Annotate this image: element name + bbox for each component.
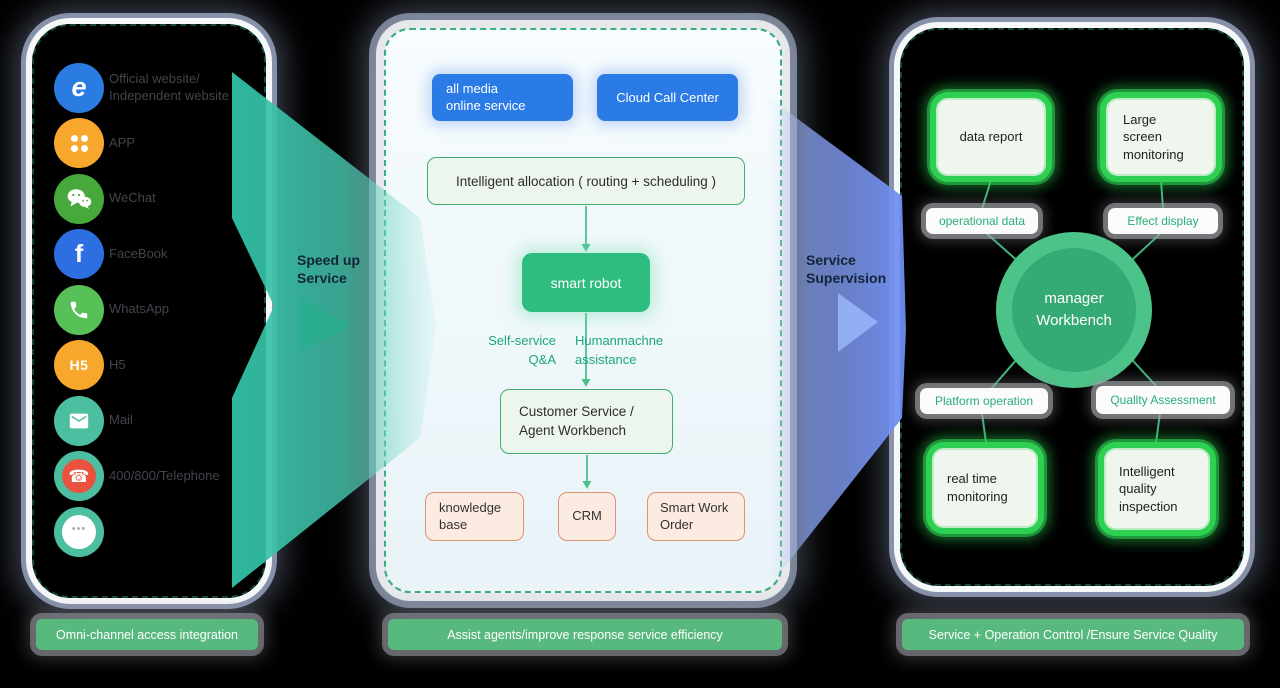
supervision-inner-arrow — [838, 293, 878, 352]
manager-workbench-circle: manager Workbench — [996, 232, 1152, 388]
facebook-icon: f — [54, 229, 104, 280]
large-screen-monitoring-box: Large screen monitoring — [1100, 92, 1222, 182]
telephone-icon: ☎ — [54, 451, 104, 502]
channel-row-wechat: WeChat — [54, 171, 256, 227]
edge-browser-icon: e — [54, 62, 104, 113]
wechat-bubbles — [67, 189, 92, 209]
phone-handset — [70, 301, 88, 318]
envelope — [69, 413, 89, 429]
channel-label: H5 — [109, 356, 126, 372]
agent-workbench-box: Customer Service / Agent Workbench — [500, 389, 673, 454]
app-grid-icon — [54, 118, 104, 169]
h5-glyph: H5 — [69, 357, 89, 374]
channel-list: e Official website/ Independent website … — [54, 60, 256, 560]
quality-assessment-pill: Quallty Assessment — [1096, 386, 1230, 414]
telephone-glyph: ☎ — [68, 466, 90, 486]
crm-box: CRM — [558, 492, 616, 541]
channel-label: FaceBook — [109, 245, 168, 261]
app-grid-dots — [70, 134, 88, 152]
wechat-icon — [54, 173, 104, 224]
channel-label: Mail — [109, 412, 133, 428]
channel-row-more: ••• — [54, 504, 256, 560]
intelligent-allocation-box: Intelligent allocation ( routing + sched… — [427, 157, 745, 205]
channel-row-telephone: ☎ 400/800/Telephone — [54, 449, 256, 505]
channel-row-official-website: e Official website/ Independent website — [54, 60, 256, 116]
speed-up-inner-arrow — [300, 298, 352, 352]
agent-workflow-panel: all media online service Cloud Call Cent… — [384, 28, 782, 593]
channel-row-whatsapp: WhatsApp — [54, 282, 256, 338]
self-service-qa-label: Self-service Q&A — [488, 333, 556, 367]
mail-icon — [54, 395, 104, 446]
omni-channel-footer-label: Omni-channel access integration — [36, 619, 258, 650]
operational-data-pill: operational data — [926, 208, 1038, 234]
intelligent-quality-inspection-box: Intelligent quality inspection — [1098, 442, 1216, 536]
supervision-funnel — [768, 97, 906, 588]
platform-operation-pill: Platform operation — [920, 388, 1048, 414]
real-time-monitoring-box: real time monitoring — [926, 442, 1044, 534]
channel-row-facebook: f FaceBook — [54, 227, 256, 283]
channel-label: WhatsApp — [109, 301, 169, 317]
channel-label: Official website/ Independent website — [109, 70, 229, 103]
manager-workbench-label: manager Workbench — [1012, 248, 1136, 372]
smart-robot-box: smart robot — [522, 253, 650, 312]
supervision-panel: data report Large screen monitoring oper… — [900, 28, 1244, 586]
cloud-call-center-box: Cloud Call Center — [597, 74, 738, 121]
channels-panel: e Official website/ Independent website … — [32, 24, 266, 598]
assist-agents-footer-label: Assist agents/improve response service e… — [388, 619, 782, 650]
service-supervision-label: Service Supervision — [806, 252, 887, 286]
human-machine-assistance-label: Humanmachne assistance — [575, 333, 664, 367]
channel-label: WeChat — [109, 190, 156, 206]
more-inner-circle: ••• — [62, 514, 96, 549]
smart-work-order-box: Smart Work Order — [647, 492, 745, 541]
service-operation-footer-label: Service + Operation Control /Ensure Serv… — [902, 619, 1244, 650]
whatsapp-phone-icon — [54, 284, 104, 335]
all-media-online-service-box: all media online service — [432, 74, 573, 121]
knowledge-base-box: knowledge base — [425, 492, 524, 541]
h5-icon: H5 — [54, 340, 104, 391]
more-glyph: ••• — [71, 523, 87, 536]
channel-row-mail: Mail — [54, 393, 256, 449]
speed-up-service-label: Speed up Service — [297, 252, 361, 286]
channel-row-h5: H5 H5 — [54, 338, 256, 394]
edge-glyph: e — [71, 72, 87, 103]
effect-display-pill: Effect display — [1108, 208, 1218, 234]
channel-row-app: APP — [54, 116, 256, 172]
facebook-glyph: f — [74, 239, 84, 268]
telephone-inner-circle: ☎ — [62, 459, 96, 494]
channel-label: 400/800/Telephone — [109, 467, 220, 483]
more-dots-icon: ••• — [54, 506, 104, 557]
channel-label: APP — [109, 134, 136, 150]
data-report-box: data report — [930, 92, 1052, 182]
